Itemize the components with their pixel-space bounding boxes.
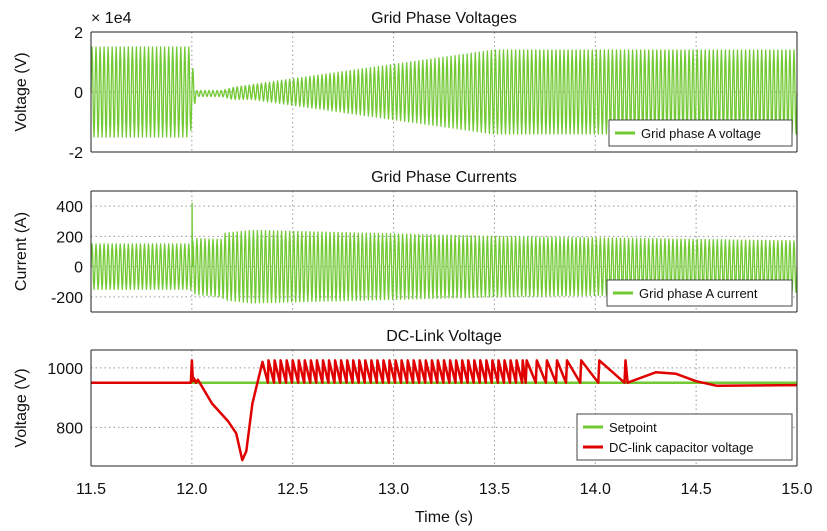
legend-entry: Setpoint [609, 420, 657, 435]
panel-title: Grid Phase Voltages [371, 10, 517, 27]
x-tick-label: 14.0 [580, 481, 611, 498]
legend: Grid phase A voltage [608, 119, 793, 147]
series-line-dc-link-capacitor-voltage [91, 359, 798, 462]
legend-entry: Grid phase A voltage [641, 126, 761, 141]
x-tick-label: 11.5 [76, 481, 106, 498]
y-tick-label: -200 [51, 290, 83, 307]
y-tick-label: 2 [74, 25, 83, 42]
panel-title: Grid Phase Currents [371, 169, 517, 186]
legend-box [608, 119, 793, 147]
y-tick-label: 400 [56, 199, 83, 216]
legend-entry: Grid phase A current [639, 286, 758, 301]
y-tick-label: 200 [56, 229, 83, 246]
y-tick-label: 1000 [47, 361, 83, 378]
y-tick-label: 0 [74, 85, 83, 102]
y-axis-label: Voltage (V) [13, 368, 30, 447]
y-tick-label: 0 [74, 260, 83, 277]
exponent-label: × 1e4 [91, 10, 132, 27]
y-tick-label: 800 [56, 420, 83, 437]
panel-title: DC-Link Voltage [386, 328, 502, 345]
y-axis-label: Current (A) [13, 212, 30, 291]
y-axis-label: Voltage (V) [13, 52, 30, 131]
legend: Grid phase A current [606, 279, 793, 307]
x-axis-label: Time (s) [415, 509, 473, 526]
x-tick-label: 13.0 [378, 481, 409, 498]
x-tick-label: 13.5 [479, 481, 510, 498]
x-tick-label: 12.0 [176, 481, 207, 498]
x-tick-label: 15.0 [781, 481, 812, 498]
legend-box [576, 413, 793, 461]
x-tick-label: 12.5 [277, 481, 308, 498]
legend-box [606, 279, 793, 307]
y-tick-label: -2 [69, 145, 83, 162]
legend-entry: DC-link capacitor voltage [609, 440, 754, 455]
panel-3: DC-Link Voltage 800 1000 Voltage (V) 11.5 12.… [13, 328, 813, 526]
x-tick-label: 14.5 [681, 481, 712, 498]
